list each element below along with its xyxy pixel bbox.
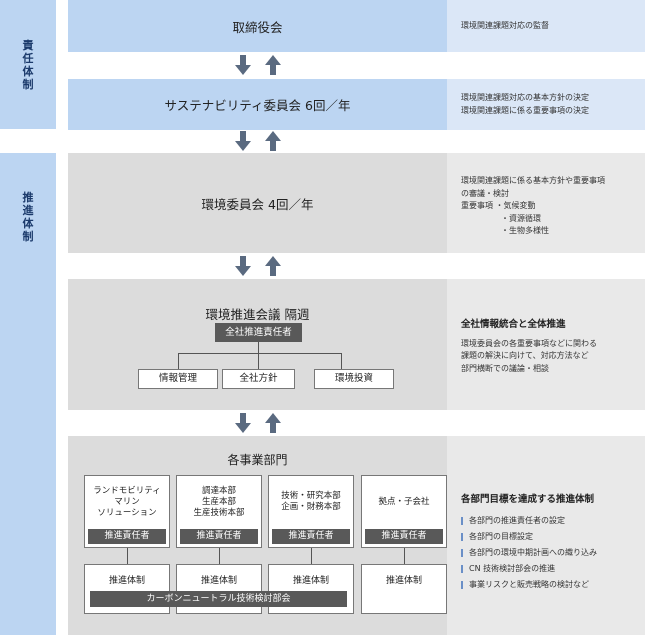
connector [341,353,342,369]
arrow-pair-1 [68,55,447,75]
board-note: 環境関連課題対応の監督 [461,20,549,30]
env-item-biodiversity: ・生物多様性 [501,226,549,235]
arrow-up-icon [264,256,281,276]
sustainability-title: サステナビリティ委員会 6回／年 [164,98,351,113]
dept-box-land-mobility: ランドモビリティ マリン ソリューション 推進責任者 [84,475,170,548]
sustainability-note-1: 環境関連課題対応の基本方針の決定 [461,93,589,102]
env-items-label: 重要事項 ・気候変動 [461,201,536,210]
dept-name: ランドモビリティ マリン ソリューション [93,485,161,518]
dept-name: 調達本部 生産本部 生産技術本部 [193,485,245,518]
arrow-down-icon [234,131,251,151]
arrow-down-icon [234,256,251,276]
council-note-head: 全社情報統合と全体推進 [461,319,566,330]
promotion-system-box: 推進体制 [361,564,447,614]
connector [127,548,128,564]
arrow-pair-2 [68,131,447,151]
connector [258,342,259,353]
dept-box-procurement: 調達本部 生産本部 生産技術本部 推進責任者 [176,475,262,548]
dept-bullet: 各部門の目標設定 [461,529,645,545]
dept-head: 推進責任者 [88,529,166,544]
council-row: 環境推進会議 隔週 全社推進責任者 情報管理 全社方針 環境投資 全社情報統合と… [68,279,645,410]
council-head: 全社推進責任者 [215,323,302,342]
board-title: 取締役会 [232,19,283,35]
arrow-up-icon [264,413,281,433]
arrow-up-icon [264,131,281,151]
env-item-resource: ・資源循環 [501,213,541,223]
environment-committee-row: 環境委員会 4回／年 環境関連課題に係る基本方針や重要事項 の審議・検討 重要事… [68,153,645,253]
council-box-investment: 環境投資 [314,369,394,389]
council-box-policy: 全社方針 [222,369,295,389]
connector [178,353,342,354]
promotion-side-label: 推進体制 [0,153,56,635]
connector [178,353,179,369]
dept-box-sites: 拠点・子会社 推進責任者 [361,475,447,548]
departments-row: 各事業部門 ランドモビリティ マリン ソリューション 推進責任者 調達本部 生産… [68,436,645,635]
council-note-2: 課題の解決に向けて、対応方法など [461,351,589,360]
connector [219,548,220,564]
dept-head: 推進責任者 [272,529,350,544]
dept-bullet: 各部門の環境中期計画への織り込み [461,545,645,561]
dept-bullet: 各部門の推進責任者の設定 [461,513,645,529]
arrow-down-icon [234,413,251,433]
connector [258,353,259,369]
dept-head: 推進責任者 [180,529,258,544]
departments-note-head: 各部門目標を達成する推進体制 [461,494,595,505]
env-note-1: 環境関連課題に係る基本方針や重要事項 [461,176,605,185]
connector [404,548,405,564]
environment-committee-title: 環境委員会 4回／年 [201,196,314,212]
board-row: 取締役会 環境関連課題対応の監督 [68,0,645,52]
arrow-pair-3 [68,256,447,276]
sustainability-note-2: 環境関連課題に係る重要事項の決定 [461,105,589,115]
sustainability-row: サステナビリティ委員会 6回／年 環境関連課題対応の基本方針の決定 環境関連課題… [68,79,645,130]
council-note-1: 環境委員会の各重要事項などに関わる [461,338,597,348]
connector [311,548,312,564]
arrow-down-icon [234,55,251,75]
dept-bullet: CN 技術検討部会の推進 [461,561,645,577]
council-title: 環境推進会議 隔週 [205,307,310,322]
dept-box-technology: 技術・研究本部 企画・財務本部 推進責任者 [268,475,354,548]
council-box-info: 情報管理 [138,369,218,389]
arrow-up-icon [264,55,281,75]
dept-head: 推進責任者 [365,529,443,544]
env-note-2: の審議・検討 [461,188,509,198]
dept-name: 技術・研究本部 企画・財務本部 [281,491,341,512]
council-note-3: 部門横断での議論・相談 [461,363,549,373]
dept-bullet: 事業リスクと販売戦略の検討など [461,577,645,593]
governance-side-label: 責任体制 [0,0,56,129]
cn-technology-bar: カーボンニュートラル技術検討部会 [90,591,347,607]
arrow-pair-4 [68,413,447,433]
dept-name: 拠点・子会社 [378,496,430,507]
departments-title: 各事業部門 [227,453,288,467]
